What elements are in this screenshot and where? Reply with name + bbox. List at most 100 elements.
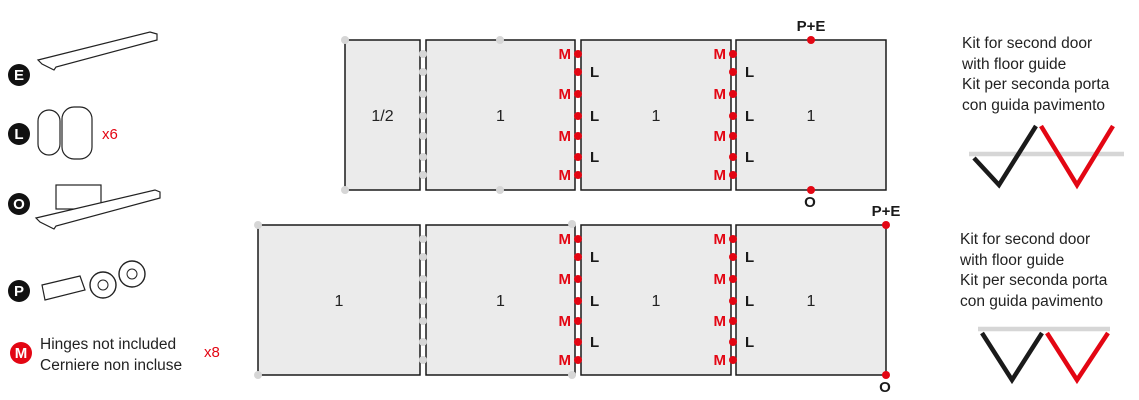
legend-part-p: P [8, 260, 146, 302]
hinge-point-dot [729, 68, 737, 76]
hinge-marker-m: M [559, 352, 572, 369]
pivot-dot [254, 371, 262, 379]
floor-guide-diagram-bottom [978, 326, 1110, 385]
trolley-wheel-icon [89, 271, 117, 299]
pivot-dot [496, 186, 504, 194]
hinge-point-dot [574, 153, 582, 161]
hinge-point-dot [729, 112, 737, 120]
link-marker-l: L [745, 249, 754, 266]
door-swing-red [1039, 124, 1115, 190]
hinge-marker-m: M [559, 46, 572, 63]
pivot-dot [254, 221, 262, 229]
legend-part-m: M Hinges not included Cerniere non inclu… [10, 336, 220, 374]
hinge-marker-m: M [714, 46, 727, 63]
kit-note-top: Kit for second door with floor guide Kit… [962, 34, 1109, 116]
fixed-joint-dot [419, 153, 427, 161]
door-panel [580, 39, 732, 191]
fixed-joint-dot [419, 253, 427, 261]
pivot-dot [568, 371, 576, 379]
legend-part-o: O [8, 184, 161, 230]
hinge-marker-m: M [714, 313, 727, 330]
pivot-dot [568, 220, 576, 228]
floor-guide-diagram-top [969, 124, 1124, 190]
hinge-point-dot [729, 171, 737, 179]
badge-l-letter: L [14, 126, 23, 143]
door-swing-black [972, 124, 1038, 189]
badge-e [8, 64, 30, 86]
hinge-marker-m: M [559, 128, 572, 145]
hinge-point-dot [574, 297, 582, 305]
hinge-point-dot [729, 90, 737, 98]
bottom-guide-bracket-icon [34, 189, 161, 230]
fixed-joint-dot [419, 132, 427, 140]
trolley-wheel-icon [118, 260, 146, 288]
hinge-marker-m: M [559, 167, 572, 184]
panel-ratio-label: 1 [652, 108, 661, 125]
badge-p [8, 280, 30, 302]
link-marker-l: L [590, 149, 599, 166]
door-panel [735, 224, 887, 376]
hinge-marker-m: M [714, 352, 727, 369]
hinge-point-dot [574, 132, 582, 140]
kit-note-line: Kit per seconda porta [962, 76, 1110, 93]
hinge-marker-m: M [559, 86, 572, 103]
hinge-point-dot [574, 90, 582, 98]
panel-ratio-label: 1 [807, 293, 816, 310]
hinge-point-dot [574, 235, 582, 243]
hinge-marker-m: M [559, 231, 572, 248]
hinge-point-dot [574, 112, 582, 120]
badge-l [8, 123, 30, 145]
badge-e-letter: E [14, 67, 24, 84]
pivot-dot [341, 36, 349, 44]
hinge-point-dot [574, 317, 582, 325]
guide-label-o: O [804, 194, 816, 211]
kit-note-line: con guida pavimento [960, 292, 1104, 310]
hinge-point-dot [574, 338, 582, 346]
hinges-note-it: Cerniere non incluse [40, 357, 182, 374]
kit-note-bottom: Kit for second door with floor guide Kit… [960, 230, 1107, 312]
kit-note-line: con guida pavimento [962, 96, 1106, 114]
hinge-marker-m: M [714, 271, 727, 288]
fixed-joint-dot [419, 317, 427, 325]
badge-o [8, 193, 30, 215]
quantity-m: x8 [204, 344, 220, 361]
trolley-label-pe: P+E [872, 203, 901, 220]
badge-p-letter: P [14, 283, 24, 300]
hinge-point-dot [729, 235, 737, 243]
panel-ratio-label: 1 [496, 293, 505, 310]
link-marker-l: L [745, 149, 754, 166]
hinge-point-dot [729, 50, 737, 58]
kit-note-line: Kit for second door [960, 231, 1091, 248]
fixed-joint-dot [419, 275, 427, 283]
hinges-note-en: Hinges not included [40, 336, 176, 353]
hinge-point-dot [574, 253, 582, 261]
panel-ratio-label: 1/2 [371, 108, 393, 125]
kit-note-line: Kit for second door [962, 35, 1093, 52]
door-panel [425, 224, 576, 376]
door-panel [735, 39, 887, 191]
legend-part-e: E [8, 31, 158, 86]
fixed-joint-dot [419, 112, 427, 120]
panel-ratio-label: 1 [496, 108, 505, 125]
hinge-point-dot [574, 68, 582, 76]
trolley-point-dot [882, 221, 890, 229]
link-marker-l: L [590, 108, 599, 125]
badge-m-letter: M [15, 345, 28, 362]
link-marker-l: L [745, 334, 754, 351]
guide-point-dot [807, 186, 815, 194]
link-marker-l: L [745, 108, 754, 125]
panel-ratio-label: 1 [807, 108, 816, 125]
link-marker-l: L [590, 334, 599, 351]
door-panel [344, 39, 421, 191]
legend-part-l: L x6 [8, 106, 118, 160]
kit-note-line: with floor guide [962, 55, 1067, 73]
panel-ratio-label: 1 [335, 293, 344, 310]
trolley-arm-icon [41, 275, 86, 301]
link-marker-l: L [590, 293, 599, 310]
fixed-joint-dot [419, 297, 427, 305]
guide-label-o: O [879, 379, 891, 396]
guide-point-dot [882, 371, 890, 379]
pivot-dot [496, 36, 504, 44]
